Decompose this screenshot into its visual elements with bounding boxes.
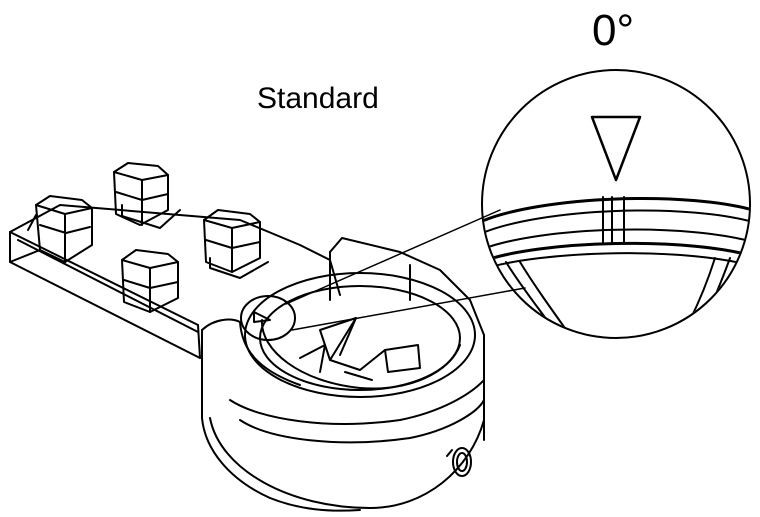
- push-button-front-right: [203, 209, 269, 279]
- push-button-front-left: [121, 249, 179, 313]
- detail-leader-lines: [285, 209, 526, 331]
- base-plate: [9, 204, 341, 359]
- detail-magnifier: [481, 69, 751, 339]
- angle-label: 0°: [592, 6, 635, 55]
- inner-blades: [299, 317, 421, 381]
- push-button-back-right: [113, 162, 181, 229]
- push-button-back-left: [27, 195, 93, 263]
- rotary-collar: [201, 237, 485, 512]
- mode-label: Standard: [257, 82, 379, 115]
- side-screw: [446, 447, 472, 477]
- zero-degree-marker-icon: [590, 115, 642, 182]
- marker-on-collar: [240, 295, 296, 341]
